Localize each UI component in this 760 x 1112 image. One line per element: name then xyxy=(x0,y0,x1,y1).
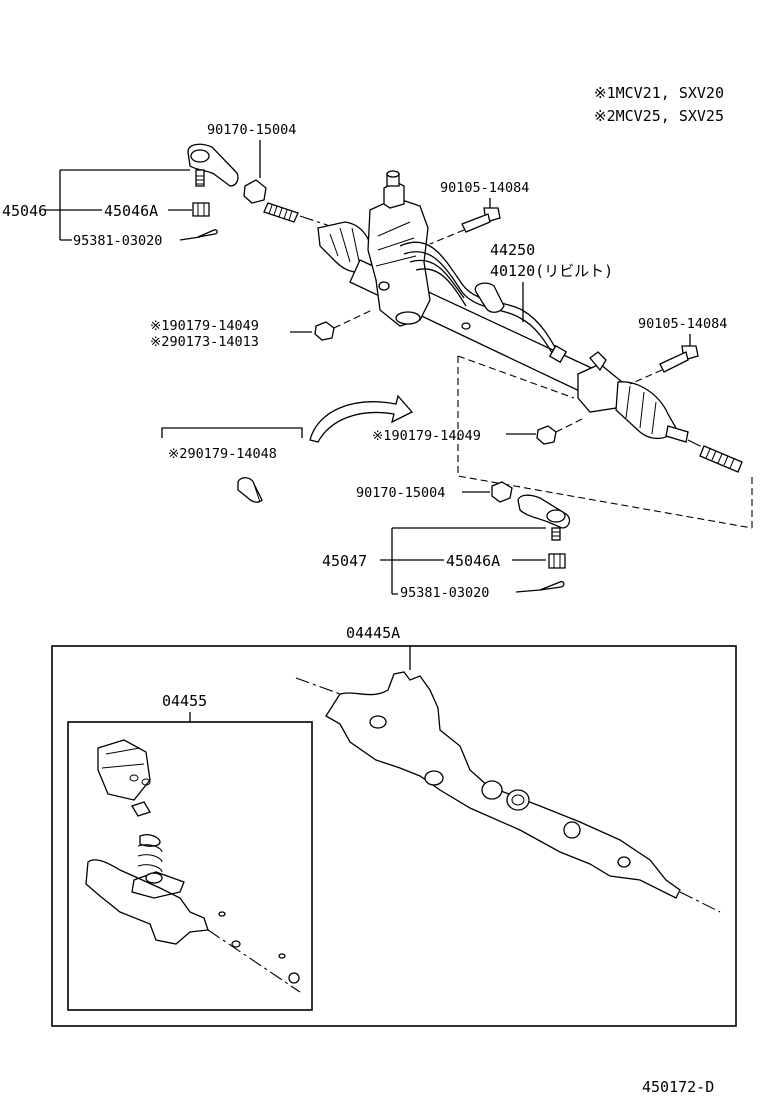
leader-95381-bottom xyxy=(515,589,541,593)
drawing-code: 450172-D xyxy=(642,1078,714,1096)
label-45046a-bottom[interactable]: 45046A xyxy=(446,552,500,570)
steering-gear-assembly[interactable] xyxy=(317,170,689,443)
label-45046a-top[interactable]: 45046A xyxy=(104,202,158,220)
bracket-45047 xyxy=(380,527,546,595)
nut-90179-right[interactable] xyxy=(536,417,585,445)
seal-kit-04455-parts[interactable] xyxy=(85,739,301,993)
note-2-models: ※2MCV25, SXV25 xyxy=(594,107,724,125)
label-90179-14049-right[interactable]: ※190179-14049 xyxy=(372,428,481,444)
mounting-reference-outline xyxy=(457,355,753,529)
label-95381-top[interactable]: 95381-03020 xyxy=(73,233,162,249)
label-90179-14049-left[interactable]: ※190179-14049 xyxy=(150,318,259,334)
bolt-90105-top[interactable] xyxy=(429,207,501,245)
label-90105-top[interactable]: 90105-14084 xyxy=(440,180,529,196)
label-90179-14048[interactable]: ※290179-14048 xyxy=(168,446,277,462)
kit-box-04445a xyxy=(51,645,737,1027)
label-44250[interactable]: 44250 xyxy=(490,241,535,259)
nut-90179-14048[interactable] xyxy=(237,477,263,503)
label-04455[interactable]: 04455 xyxy=(162,692,207,710)
lock-nut-90170-bottom[interactable] xyxy=(491,481,513,503)
label-90173-14013[interactable]: ※290173-14013 xyxy=(150,334,259,350)
castle-nut-45046a-bottom[interactable] xyxy=(548,553,566,569)
label-90105-right[interactable]: 90105-14084 xyxy=(638,316,727,332)
curved-arrow-icon xyxy=(309,394,414,443)
bracket-90179-14048 xyxy=(161,427,303,438)
threaded-rod-end-left[interactable] xyxy=(263,202,331,227)
label-04445a[interactable]: 04445A xyxy=(346,624,400,642)
bracket-45046 xyxy=(44,169,190,241)
label-40120-rebuilt[interactable]: 40120(リビルト) xyxy=(490,262,613,280)
label-95381-bottom[interactable]: 95381-03020 xyxy=(400,585,489,601)
label-90170-top[interactable]: 90170-15004 xyxy=(207,122,296,138)
label-90170-bottom[interactable]: 90170-15004 xyxy=(356,485,445,501)
tie-rod-end-right[interactable] xyxy=(517,494,571,541)
leader-95381-top xyxy=(179,236,201,241)
cotter-pin-top[interactable] xyxy=(197,229,218,238)
housing-outline-04445a[interactable] xyxy=(295,671,721,913)
lock-nut-90170-top[interactable] xyxy=(243,179,267,204)
threaded-rod-end-right[interactable] xyxy=(687,439,743,473)
note-1-models: ※1MCV21, SXV20 xyxy=(594,84,724,102)
cotter-pin-bottom[interactable] xyxy=(539,580,565,591)
bolt-90105-right[interactable] xyxy=(629,345,699,385)
tie-rod-end-left[interactable] xyxy=(187,143,239,187)
nut-90179-left[interactable] xyxy=(314,309,373,341)
label-45047[interactable]: 45047 xyxy=(322,552,367,570)
castle-nut-45046a-top[interactable] xyxy=(192,202,210,217)
label-45046[interactable]: 45046 xyxy=(2,202,47,220)
kit-box-04455 xyxy=(67,721,313,1011)
